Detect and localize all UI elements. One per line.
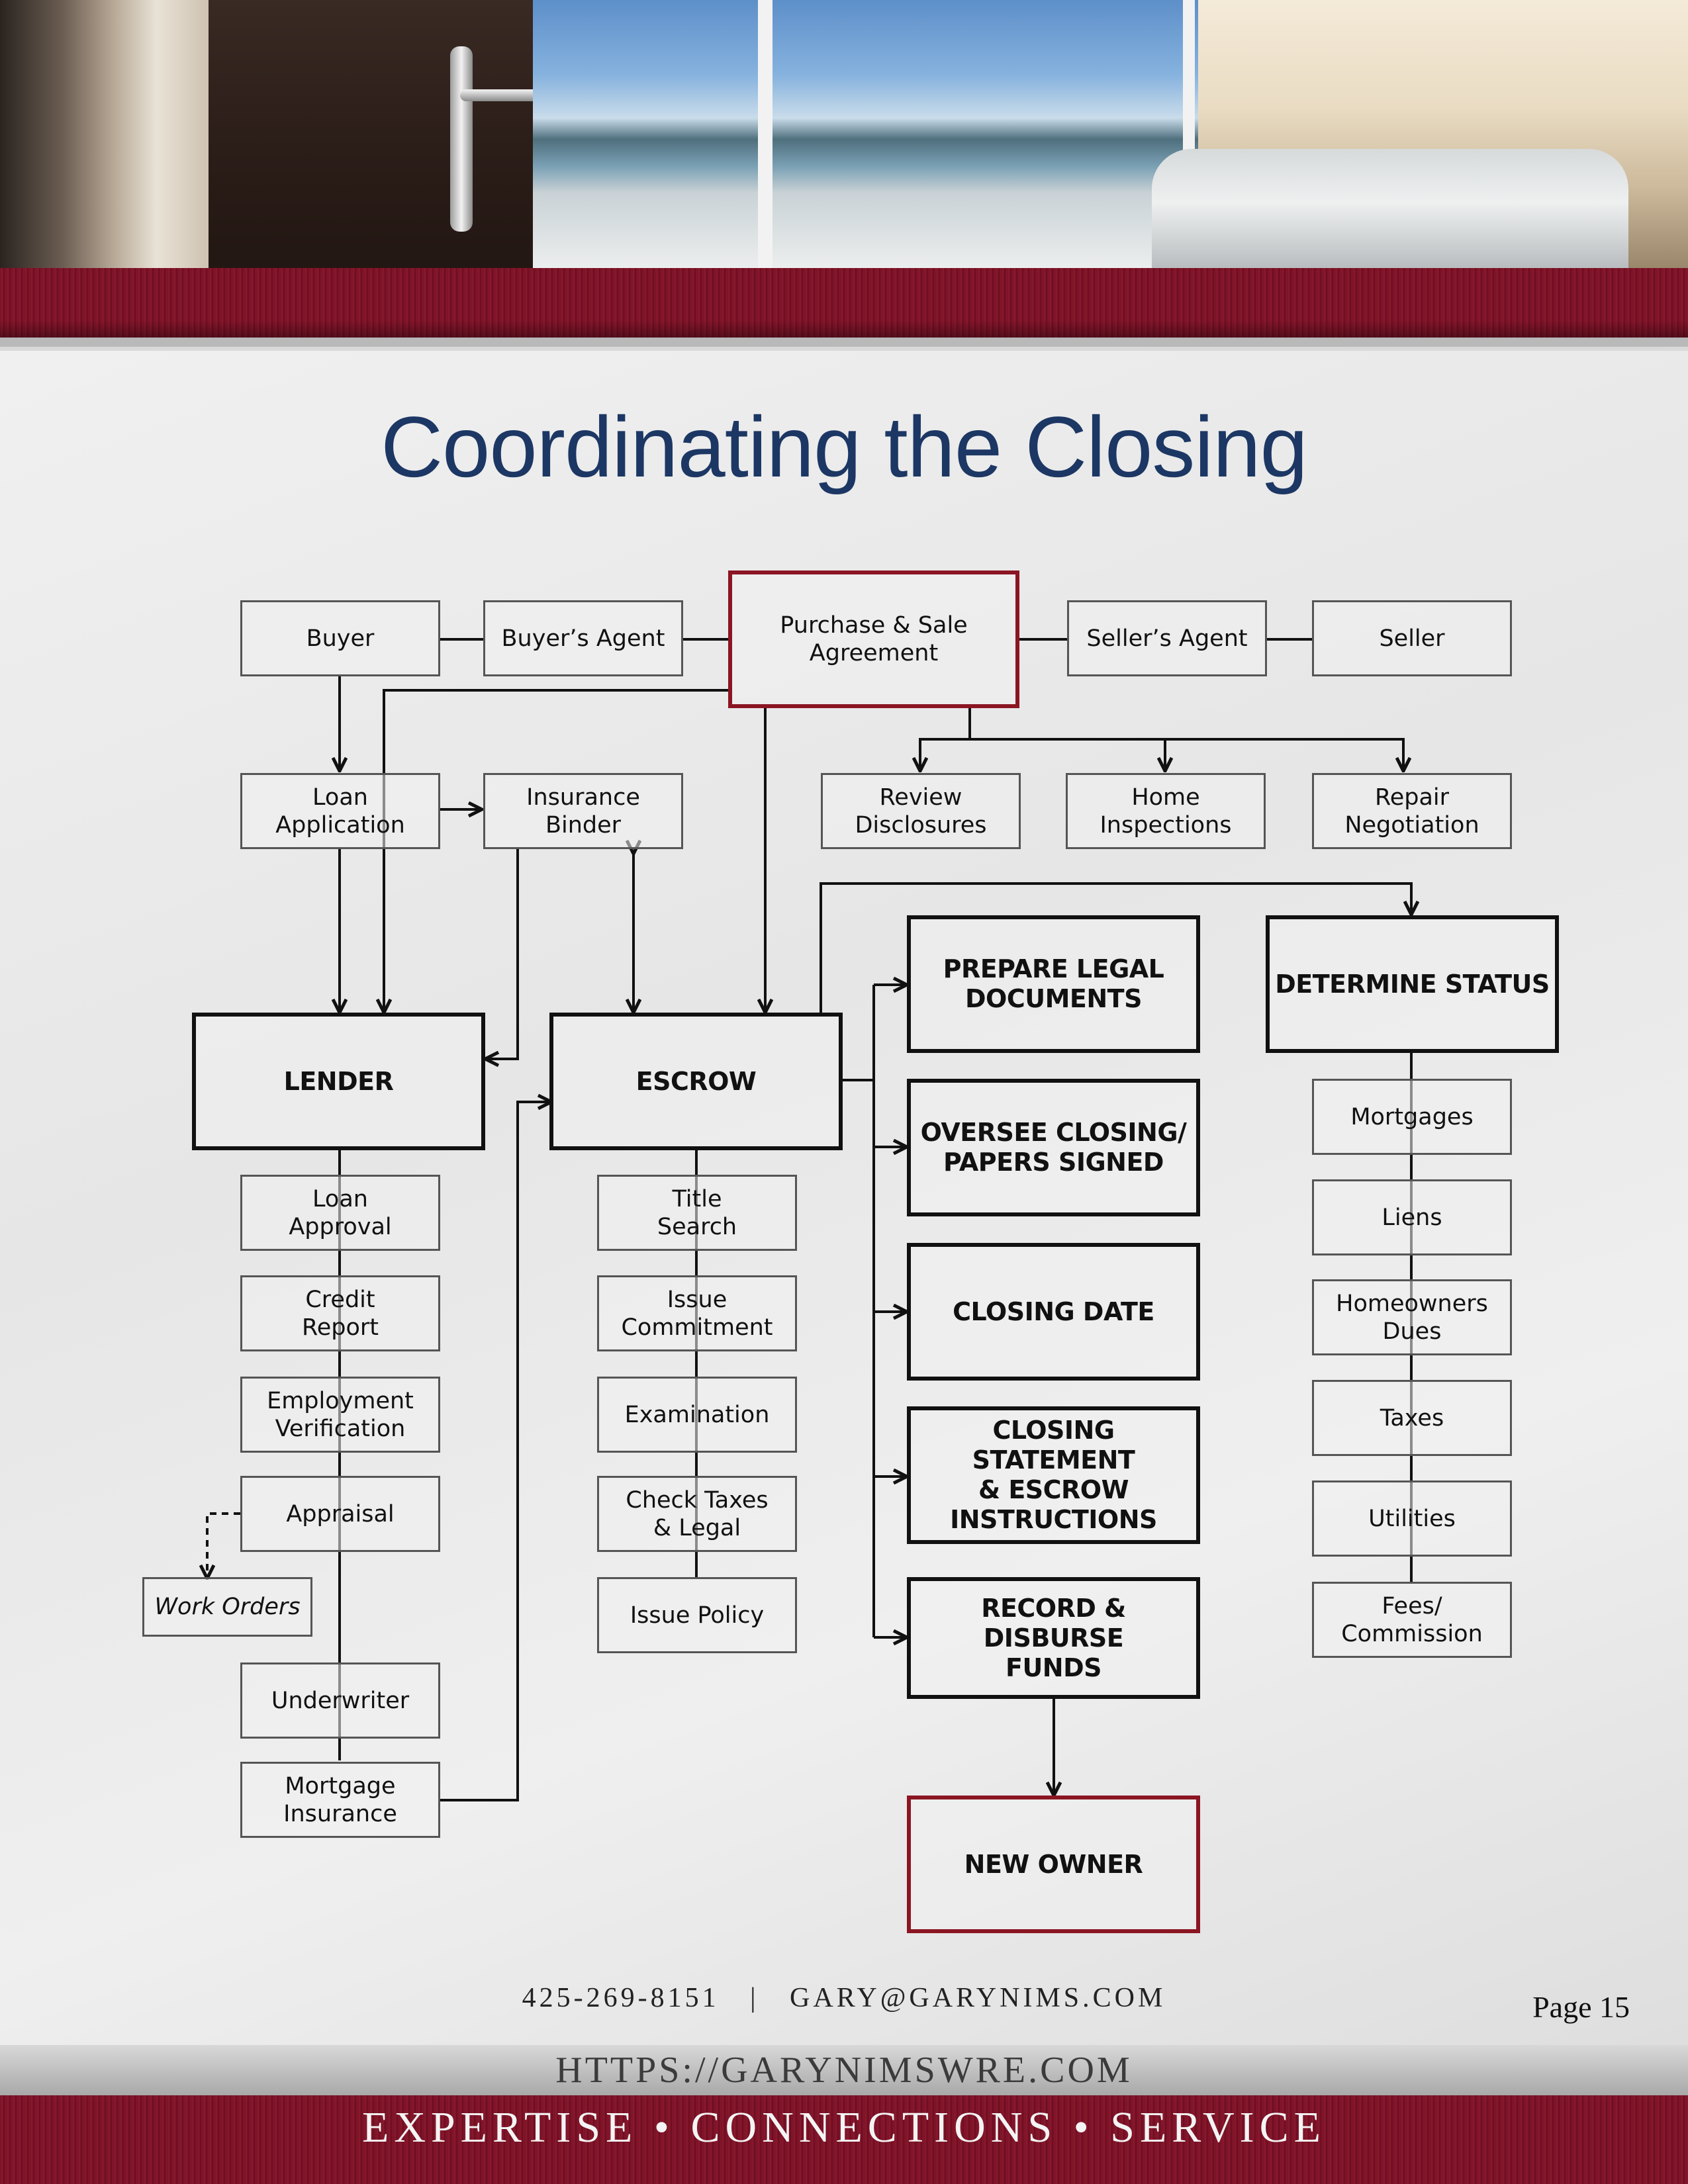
node-work-orders: Work Orders	[142, 1577, 312, 1637]
node-prepare-legal-label: PREPARE LEGAL DOCUMENTS	[943, 954, 1164, 1013]
node-issue-commitment: Issue Commitment	[597, 1275, 797, 1351]
node-new-owner-label: NEW OWNER	[964, 1849, 1143, 1879]
node-psa-label: Purchase & Sale Agreement	[780, 612, 968, 666]
node-mortgage-insurance-label: Mortgage Insurance	[283, 1772, 397, 1827]
node-loan-application: Loan Application	[240, 773, 440, 849]
sofa-image	[1152, 149, 1628, 268]
hallway-photo	[0, 0, 209, 268]
node-lender-label: LENDER	[283, 1066, 394, 1096]
node-homeowners-dues-label: Homeowners Dues	[1336, 1290, 1488, 1345]
node-escrow: ESCROW	[549, 1013, 843, 1150]
node-closing-date-label: CLOSING DATE	[953, 1297, 1154, 1326]
node-review-disclosures: Review Disclosures	[821, 773, 1021, 849]
door-handle	[450, 46, 473, 232]
glass-door-frame	[758, 0, 1195, 268]
node-sellers-agent: Seller’s Agent	[1067, 600, 1267, 676]
header-photo-strip	[0, 0, 1688, 268]
node-home-inspections-label: Home Inspections	[1100, 784, 1232, 839]
node-buyer: Buyer	[240, 600, 440, 676]
node-purchase-sale-agreement: Purchase & Sale Agreement	[728, 570, 1019, 708]
node-prepare-legal-documents: PREPARE LEGAL DOCUMENTS	[907, 915, 1200, 1053]
door-lever	[460, 89, 539, 101]
node-record-disburse-funds: RECORD & DISBURSE FUNDS	[907, 1577, 1200, 1699]
node-mortgage-insurance: Mortgage Insurance	[240, 1762, 440, 1838]
node-lender: LENDER	[192, 1013, 485, 1150]
node-buyers-agent: Buyer’s Agent	[483, 600, 683, 676]
node-mortgages: Mortgages	[1312, 1079, 1512, 1155]
node-fees-commission: Fees/ Commission	[1312, 1582, 1512, 1658]
node-taxes: Taxes	[1312, 1380, 1512, 1456]
node-homeowners-dues: Homeowners Dues	[1312, 1279, 1512, 1355]
node-examination-label: Examination	[624, 1401, 770, 1428]
node-record-disburse-label: RECORD & DISBURSE FUNDS	[981, 1593, 1126, 1682]
page-title: Coordinating the Closing	[381, 398, 1308, 495]
contact-line: 425-269-8151 | GARY@GARYNIMS.COM	[522, 1983, 1166, 2013]
node-oversee-closing-label: OVERSEE CLOSING/ PAPERS SIGNED	[920, 1118, 1187, 1177]
node-buyers-agent-label: Buyer’s Agent	[501, 625, 665, 652]
node-review-disclosures-label: Review Disclosures	[855, 784, 987, 839]
front-door-photo	[209, 0, 539, 268]
node-home-inspections: Home Inspections	[1066, 773, 1266, 849]
node-fees-commission-label: Fees/ Commission	[1341, 1592, 1483, 1647]
node-appraisal: Appraisal	[240, 1476, 440, 1552]
node-sellers-agent-label: Seller’s Agent	[1086, 625, 1248, 652]
node-issue-policy-label: Issue Policy	[630, 1602, 765, 1629]
node-examination: Examination	[597, 1377, 797, 1453]
header-color-band	[0, 268, 1688, 347]
node-mortgages-label: Mortgages	[1350, 1103, 1474, 1130]
node-work-orders-label: Work Orders	[154, 1594, 301, 1620]
node-underwriter: Underwriter	[240, 1662, 440, 1739]
node-employment-verification: Employment Verification	[240, 1377, 440, 1453]
node-buyer-label: Buyer	[306, 625, 375, 652]
node-utilities-label: Utilities	[1368, 1505, 1456, 1532]
node-employment-verification-label: Employment Verification	[267, 1387, 414, 1442]
node-loan-approval: Loan Approval	[240, 1175, 440, 1251]
node-title-search-label: Title Search	[657, 1185, 737, 1240]
node-check-taxes-legal: Check Taxes & Legal	[597, 1476, 797, 1552]
node-oversee-closing: OVERSEE CLOSING/ PAPERS SIGNED	[907, 1079, 1200, 1216]
tagline: EXPERTISE • CONNECTIONS • SERVICE	[362, 2103, 1326, 2152]
node-issue-commitment-label: Issue Commitment	[621, 1286, 773, 1341]
node-taxes-label: Taxes	[1380, 1404, 1444, 1432]
node-determine-status-label: DETERMINE STATUS	[1275, 969, 1550, 999]
node-determine-status: DETERMINE STATUS	[1266, 915, 1559, 1053]
node-repair-negotiation: Repair Negotiation	[1312, 773, 1512, 849]
node-check-taxes-label: Check Taxes & Legal	[626, 1486, 769, 1541]
node-insurance-binder: Insurance Binder	[483, 773, 683, 849]
node-liens-label: Liens	[1382, 1204, 1442, 1231]
node-issue-policy: Issue Policy	[597, 1577, 797, 1653]
website-link[interactable]: HTTPS://GARYNIMSWRE.COM	[0, 2045, 1688, 2095]
lake-view-photo	[533, 0, 1198, 268]
node-liens: Liens	[1312, 1179, 1512, 1255]
node-credit-report: Credit Report	[240, 1275, 440, 1351]
node-closing-statement: CLOSING STATEMENT & ESCROW INSTRUCTIONS	[907, 1406, 1200, 1544]
node-appraisal-label: Appraisal	[286, 1500, 395, 1527]
node-loan-approval-label: Loan Approval	[289, 1185, 392, 1240]
node-seller: Seller	[1312, 600, 1512, 676]
node-underwriter-label: Underwriter	[271, 1687, 410, 1714]
node-escrow-label: ESCROW	[635, 1066, 757, 1096]
node-closing-date: CLOSING DATE	[907, 1243, 1200, 1381]
node-closing-statement-label: CLOSING STATEMENT & ESCROW INSTRUCTIONS	[950, 1416, 1157, 1534]
node-credit-report-label: Credit Report	[301, 1286, 379, 1341]
node-insurance-binder-label: Insurance Binder	[526, 784, 640, 839]
node-utilities: Utilities	[1312, 1480, 1512, 1557]
node-new-owner: NEW OWNER	[907, 1796, 1200, 1933]
node-loan-application-label: Loan Application	[275, 784, 405, 839]
node-repair-negotiation-label: Repair Negotiation	[1344, 784, 1479, 839]
page-number: Page 15	[1532, 1990, 1630, 2024]
node-title-search: Title Search	[597, 1175, 797, 1251]
node-seller-label: Seller	[1379, 625, 1445, 652]
